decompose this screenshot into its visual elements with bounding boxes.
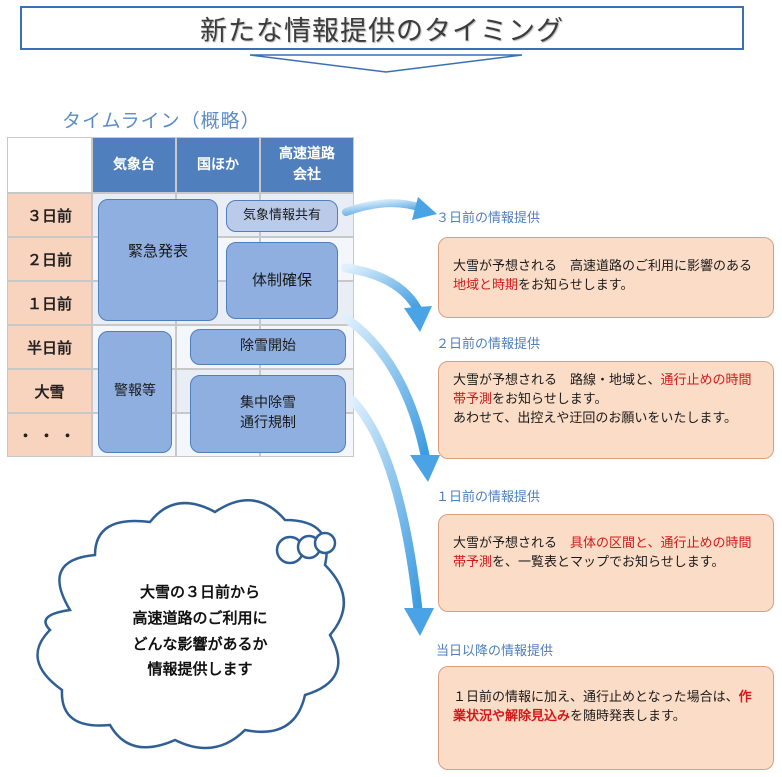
- info-emphasis: 通行止めの時間帯予測: [453, 373, 752, 407]
- info-emphasis: 地域と時期: [453, 277, 519, 293]
- bubble-line: 大雪の３日前から: [139, 583, 260, 601]
- page-title: 新たな情報提供のタイミング: [200, 15, 564, 47]
- section-title-3days: ３日前の情報提供: [436, 211, 541, 226]
- bubble-line: 高速道路のご利用に: [132, 608, 268, 627]
- info-text: を随時発表します。: [570, 708, 686, 724]
- row-label-1day: １日前: [7, 281, 92, 325]
- section-title-sameday: 当日以降の情報提供: [436, 644, 554, 659]
- info-text: を、一覧表とマップでお知らせします。: [492, 554, 725, 570]
- row-label-etc: ・・・: [7, 413, 92, 457]
- info-emphasis: 作業状況や解除見込み: [453, 690, 752, 724]
- arrow-to-sameday: [347, 395, 434, 636]
- bubble-line: どんな影響があるか: [132, 634, 268, 653]
- kishou-jouhou-kyouyu-block: 気象情報共有: [226, 200, 338, 232]
- josetsu-kaishi-block: 除雪開始: [190, 329, 346, 365]
- arrow-to-2days: [341, 263, 432, 332]
- row-label-2days: ２日前: [7, 237, 92, 281]
- arrow-to-1day: [341, 313, 440, 482]
- section-title-1day: １日前の情報提供: [436, 490, 541, 505]
- title-banner: 新たな情報提供のタイミング: [20, 6, 744, 50]
- row-label-heavysnow: 大雪: [7, 369, 92, 413]
- info-box-3days: 大雪が予想される 高速道路のご利用に影響のある地域と時期をお知らせします。: [438, 237, 774, 318]
- info-text: １日前の情報に加え、通行止めとなった場合は、: [453, 690, 739, 705]
- kinkyu-happyou-block: 緊急発表: [98, 199, 218, 321]
- row-label-3days: ３日前: [7, 193, 92, 237]
- info-box-sameday: １日前の情報に加え、通行止めとなった場合は、作業状況や解除見込みを随時発表します…: [438, 666, 774, 770]
- row-label-halfday: 半日前: [7, 325, 92, 369]
- column-header-kousoku: 高速道路 会社: [260, 137, 354, 193]
- timeline-heading: タイムライン（概略）: [62, 110, 261, 132]
- keihou-block: 警報等: [98, 331, 172, 453]
- info-emphasis: 具体の区間と、通行止めの時間帯予測: [453, 536, 752, 570]
- info-box-2days: 大雪が予想される 路線・地域と、通行止めの時間帯予測をお知らせします。 あわせて…: [438, 361, 774, 459]
- arrow-to-3days: [342, 197, 437, 220]
- info-text: 大雪が予想される 高速道路のご利用に影響のある: [453, 259, 753, 274]
- info-box-1day: 大雪が予想される 具体の区間と、通行止めの時間帯予測を、一覧表とマップでお知らせ…: [438, 514, 774, 612]
- info-text: 大雪が予想される 路線・地域と、: [453, 373, 661, 388]
- info-text: をお知らせします。 あわせて、出控えや迂回のお願いをいたします。: [453, 391, 738, 426]
- taisei-kakuho-block: 体制確保: [226, 242, 338, 319]
- column-header-kishoudai: 気象台: [92, 137, 176, 193]
- info-text: 大雪が予想される: [453, 536, 571, 551]
- section-title-2days: ２日前の情報提供: [436, 337, 541, 352]
- info-text: をお知らせします。: [518, 277, 634, 293]
- corner-cell: [7, 137, 92, 193]
- bubble-line: 情報提供します: [147, 660, 253, 679]
- column-header-kunihoka: 国ほか: [176, 137, 260, 193]
- shuchu-josetsu-block: 集中除雪 通行規制: [190, 375, 346, 453]
- bubble-message: 大雪の３日前から 高速道路のご利用に どんな影響があるか 情報提供します: [70, 580, 330, 683]
